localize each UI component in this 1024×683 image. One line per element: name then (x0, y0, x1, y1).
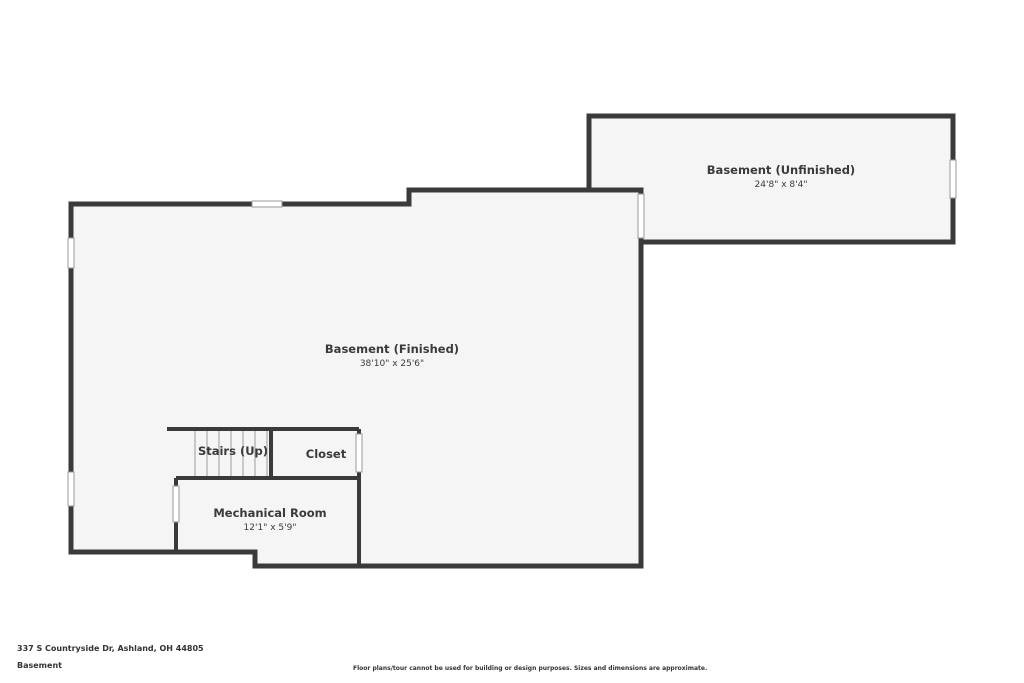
door-mechanical (172, 485, 180, 523)
room-basement-unfinished-name: Basement (Unfinished) (707, 163, 855, 177)
room-mechanical-dims: 12'1" x 5'9" (244, 523, 297, 533)
property-address: 337 S Countryside Dr, Ashland, OH 44805 (17, 644, 204, 653)
windows (67, 159, 957, 523)
window-left-lower (67, 471, 75, 507)
window-left-upper (67, 237, 75, 269)
floor-label: Basement (17, 661, 62, 670)
room-stairs-name: Stairs (Up) (198, 444, 268, 458)
door-closet (355, 433, 363, 473)
room-mechanical-name: Mechanical Room (213, 506, 326, 520)
room-basement-unfinished-dims: 24'8" x 8'4" (755, 180, 808, 190)
disclaimer-text: Floor plans/tour cannot be used for buil… (353, 665, 708, 672)
room-closet-name: Closet (306, 447, 347, 461)
room-basement-finished-floor (68, 187, 644, 569)
room-basement-finished-name: Basement (Finished) (325, 342, 459, 356)
window-right-unfinished (949, 159, 957, 199)
stairs-treads (194, 431, 268, 476)
window-top (251, 200, 283, 208)
room-basement-finished-dims: 38'10" x 25'6" (360, 359, 424, 369)
opening-finished-to-unfinished (637, 193, 645, 239)
